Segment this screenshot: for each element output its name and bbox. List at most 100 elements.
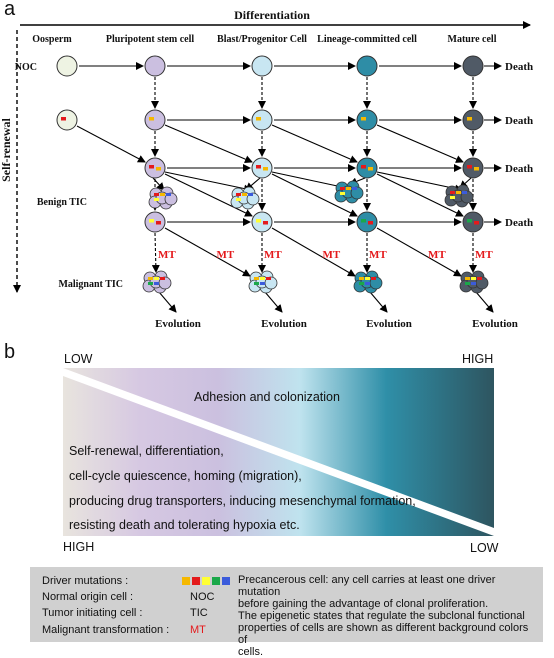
mutation-mark bbox=[256, 165, 261, 169]
death-label: Death bbox=[505, 217, 533, 229]
swatch-red bbox=[192, 577, 200, 585]
mutation-mark bbox=[154, 282, 159, 285]
mutation-mark bbox=[361, 117, 366, 121]
mutation-mark bbox=[465, 282, 470, 285]
mutation-mark bbox=[148, 282, 153, 285]
arrows-layer bbox=[13, 21, 531, 313]
mutation-mark bbox=[248, 193, 253, 196]
mutation-mark bbox=[242, 193, 247, 196]
mutation-mark bbox=[236, 198, 241, 201]
low-top-label: LOW bbox=[64, 352, 93, 366]
mutation-mark bbox=[465, 277, 470, 280]
mutation-mark bbox=[471, 277, 476, 280]
evolution-label: Evolution bbox=[366, 318, 412, 330]
mutation-mark bbox=[477, 277, 482, 280]
mt-label: MT bbox=[264, 249, 282, 261]
legend-noc-label: Normal origin cell : bbox=[42, 591, 134, 603]
mutation-mark bbox=[365, 282, 370, 285]
mutation-mark bbox=[359, 282, 364, 285]
swatch-orange bbox=[182, 577, 190, 585]
mt-label: MT bbox=[158, 249, 176, 261]
oosperm-cell bbox=[56, 55, 78, 77]
stage-cell bbox=[251, 157, 273, 179]
mutation-mark bbox=[340, 192, 345, 195]
note-line-1: Precancerous cell: any cell carries at l… bbox=[238, 574, 496, 598]
evolution-arrow bbox=[264, 291, 283, 313]
mutation-mark bbox=[368, 167, 373, 171]
legend-noc-row: Normal origin cell : bbox=[42, 591, 133, 603]
legend-tic-label: Tumor initiating cell : bbox=[42, 607, 143, 619]
mutation-mark bbox=[371, 277, 376, 280]
stage-header: Blast/Progenitor Cell bbox=[217, 34, 307, 45]
mutation-mark bbox=[154, 277, 159, 280]
stage-cell bbox=[144, 157, 166, 179]
diagonal-arrow bbox=[164, 124, 253, 163]
mutation-mark bbox=[474, 221, 479, 225]
swatch-yellow bbox=[202, 577, 210, 585]
mutation-mark bbox=[450, 196, 455, 199]
driver-swatches bbox=[182, 576, 232, 588]
mutation-mark bbox=[467, 165, 472, 169]
mt-label: MT bbox=[475, 249, 493, 261]
upper-text: Adhesion and colonization bbox=[194, 390, 340, 404]
diagonal-arrow bbox=[164, 171, 252, 193]
mt-label: MT bbox=[369, 249, 387, 261]
legend-mt-label: Malignant transformation : bbox=[42, 624, 170, 636]
panel-b-label: b bbox=[4, 341, 16, 363]
cells-layer bbox=[56, 55, 489, 294]
self-renewal-label: Self-renewal bbox=[0, 117, 13, 181]
mutation-mark bbox=[156, 167, 161, 171]
mutation-mark bbox=[365, 277, 370, 280]
low-bottom-label: LOW bbox=[470, 541, 499, 555]
diagonal-arrow bbox=[164, 173, 253, 217]
mutation-mark bbox=[266, 277, 271, 280]
legend-note: Precancerous cell: any cell carries at l… bbox=[238, 574, 538, 658]
diagonal-arrow bbox=[271, 173, 358, 217]
evolution-label: Evolution bbox=[261, 318, 307, 330]
lower-line-2: cell-cycle quiescence, homing (migration… bbox=[69, 469, 302, 483]
mutation-mark bbox=[361, 219, 366, 223]
legend-mt-value: MT bbox=[190, 624, 206, 636]
diagonal-arrow bbox=[76, 125, 146, 163]
stage-cell bbox=[462, 157, 484, 179]
mutation-mark bbox=[471, 282, 476, 285]
benign-arrow bbox=[152, 177, 165, 191]
mutation-mark bbox=[166, 193, 171, 196]
swatch-blue bbox=[222, 577, 230, 585]
evolution-label: Evolution bbox=[155, 318, 201, 330]
diagonal-arrow bbox=[376, 124, 464, 163]
stage-cell bbox=[462, 109, 484, 131]
evolution-arrow bbox=[369, 291, 388, 313]
stage-cell bbox=[144, 211, 166, 233]
mt-down-arrow bbox=[151, 232, 160, 273]
mutation-mark bbox=[260, 277, 265, 280]
mutation-mark bbox=[462, 191, 467, 194]
mutation-mark bbox=[256, 219, 261, 223]
oosperm-mutant-cell bbox=[56, 109, 78, 131]
diagonal-arrow bbox=[376, 173, 464, 217]
mutation-mark bbox=[254, 282, 259, 285]
legend-tic-value: TIC bbox=[190, 607, 208, 619]
legend-driver-label: Driver mutations : bbox=[42, 575, 129, 587]
mutation-mark bbox=[254, 277, 259, 280]
mutation-mark bbox=[467, 219, 472, 223]
mutation-mark bbox=[154, 193, 159, 196]
death-label: Death bbox=[505, 61, 533, 73]
mt-diagonal-arrow bbox=[164, 227, 251, 277]
mutation-mark bbox=[263, 167, 268, 171]
legend-mt-row: Malignant transformation : bbox=[42, 624, 169, 636]
mutation-mark bbox=[467, 117, 472, 121]
mutation-mark bbox=[160, 193, 165, 196]
mutation-mark bbox=[61, 117, 66, 121]
mutation-mark bbox=[149, 117, 154, 121]
stage-cell bbox=[251, 211, 273, 233]
stage-header: Pluripotent stem cell bbox=[106, 34, 195, 45]
mt-diagonal-arrow bbox=[271, 227, 356, 277]
stage-header: Lineage-committed cell bbox=[317, 34, 417, 45]
stage-cell bbox=[356, 109, 378, 131]
stage-cell bbox=[356, 211, 378, 233]
mutation-mark bbox=[154, 198, 159, 201]
mutation-mark bbox=[149, 219, 154, 223]
diagonal-divider bbox=[63, 368, 494, 536]
